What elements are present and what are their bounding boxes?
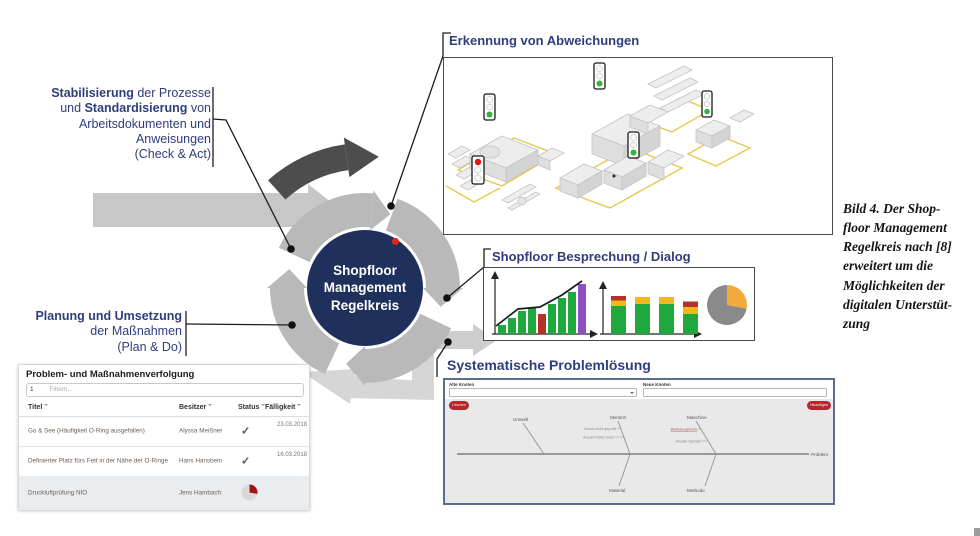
bottom-output-arrow bbox=[302, 346, 434, 404]
factory-floor-illustration bbox=[445, 62, 755, 211]
ishikawa-panel: Alte Knoten Neue Knoten Löschen Hinzufüg… bbox=[443, 378, 835, 505]
column-header-status[interactable]: Status bbox=[238, 404, 265, 411]
cycle-center-circle: Shopfloor Management Regelkreis bbox=[307, 230, 423, 346]
red-marker-dot bbox=[392, 238, 399, 245]
old-node-select[interactable] bbox=[449, 388, 637, 397]
cause-maschine-2: Anzahl Spindel bbox=[676, 440, 701, 444]
page-edge-artifact bbox=[974, 528, 980, 536]
bone-label-methode: Methode bbox=[687, 488, 705, 493]
table-header-row: Titel Besitzer Status Fälligkeit bbox=[19, 401, 309, 417]
traffic-light-4-green bbox=[627, 131, 640, 159]
traffic-light-3-red bbox=[471, 155, 485, 185]
add-node-button[interactable]: Hinzufügen bbox=[807, 401, 831, 410]
circle-line2: Management bbox=[323, 280, 407, 296]
column-header-besitzer[interactable]: Besitzer bbox=[179, 404, 212, 411]
traffic-light-5-green bbox=[701, 90, 713, 118]
besprechung-box bbox=[483, 267, 755, 341]
fishbone-diagram: Umwelt Mensch Maschine Material Methode … bbox=[457, 415, 828, 493]
filter-placeholder: Filtern... bbox=[49, 386, 73, 393]
cause-mensch-1: Druck nicht geprüft bbox=[584, 427, 617, 431]
trend-bar-chart bbox=[498, 284, 586, 334]
progress-pie-icon bbox=[241, 484, 258, 501]
input-arrow bbox=[93, 184, 341, 236]
filter-input[interactable]: 1 Filtern... bbox=[26, 383, 304, 397]
massnahmen-tracker: Problem- und Maßnahmenverfolgung 1 Filte… bbox=[18, 364, 310, 510]
pie-chart bbox=[707, 285, 747, 325]
bone-label-umwelt: Umwelt bbox=[513, 417, 529, 422]
bone-label-material: Material bbox=[609, 488, 625, 493]
planung-label: Planung und Umsetzung der Maßnahmen (Pla… bbox=[35, 309, 182, 354]
besprechung-title: Shopfloor Besprechung / Dialog bbox=[492, 249, 691, 264]
circle-line1: Shopfloor bbox=[333, 262, 397, 278]
new-node-label: Neue Knoten bbox=[643, 381, 671, 387]
kpi-charts bbox=[491, 271, 747, 338]
cause-mensch-2: Anzahl Takte hoch bbox=[583, 436, 614, 440]
erkennung-box bbox=[443, 57, 833, 235]
page-size-value: 1 bbox=[30, 386, 34, 393]
problem-label: Problem bbox=[811, 452, 828, 457]
column-header-titel[interactable]: Titel bbox=[28, 404, 48, 411]
table-row: Definierter Platz fürs Fett in der Nähe … bbox=[19, 446, 309, 477]
table-row: Druckluftprüfung NIO Jens Hambach bbox=[19, 476, 309, 510]
column-header-faelligkeit[interactable]: Fälligkeit bbox=[265, 404, 301, 411]
new-node-input[interactable] bbox=[643, 388, 827, 397]
tracker-title: Problem- und Maßnahmenverfolgung bbox=[26, 369, 195, 380]
erkennung-title: Erkennung von Abweichungen bbox=[449, 33, 640, 48]
problemloesung-title: Systematische Problemlösung bbox=[447, 357, 651, 373]
table-row: Go & See (Häufigkeit O-Ring ausgefallen)… bbox=[19, 416, 309, 447]
trend-line bbox=[495, 280, 583, 327]
standardisierung-bold: Standardisierung bbox=[84, 101, 188, 116]
stacked-bar-chart bbox=[611, 296, 698, 334]
old-node-label: Alte Knoten bbox=[449, 381, 475, 387]
check-icon: ✓ bbox=[241, 455, 251, 468]
delete-node-button[interactable]: Löschen bbox=[449, 401, 469, 410]
circle-line3: Regelkreis bbox=[330, 297, 400, 313]
stabilisierung-bold: Stabilisierung bbox=[51, 86, 134, 100]
figure-caption: Bild 4. Der Shop- floor Management Regel… bbox=[843, 201, 953, 331]
bone-label-mensch: Mensch bbox=[610, 415, 627, 420]
traffic-light-1-green bbox=[593, 62, 606, 90]
stabilisierung-label: Stabilisierung der Prozesse und Standard… bbox=[51, 86, 211, 161]
traffic-light-2-green bbox=[483, 93, 496, 121]
dark-feedback-arrow bbox=[268, 137, 379, 200]
bone-label-maschine: Maschine bbox=[687, 415, 707, 420]
cause-maschine-1: Werkzeugbruch bbox=[670, 428, 697, 432]
check-icon: ✓ bbox=[241, 425, 251, 438]
chevron-down-icon bbox=[630, 392, 634, 396]
